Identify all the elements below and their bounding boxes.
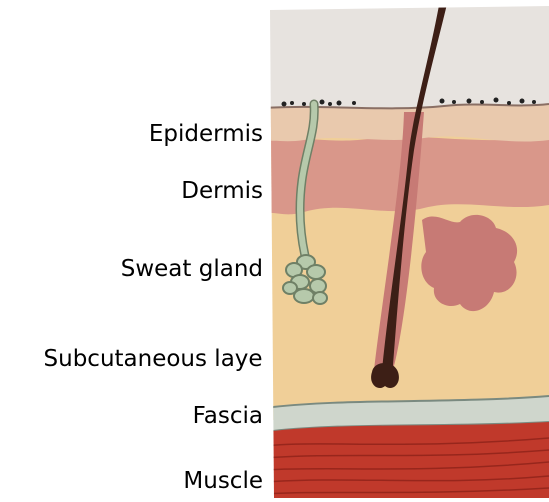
skin-cross-section-diagram: [264, 0, 549, 498]
label-column: Epidermis Dermis Sweat gland Subcutaneou…: [0, 0, 272, 498]
page-paper: [264, 0, 549, 110]
label-epidermis: Epidermis: [149, 120, 263, 148]
muscle-layer: [264, 422, 549, 498]
label-subcutaneous-layer: Subcutaneous layer: [44, 345, 272, 373]
label-dermis: Dermis: [181, 177, 263, 205]
skin-cross-section-svg: [264, 0, 549, 498]
label-sweat-gland: Sweat gland: [121, 255, 263, 283]
label-fascia: Fascia: [193, 402, 263, 430]
label-muscle: Muscle: [183, 467, 263, 495]
